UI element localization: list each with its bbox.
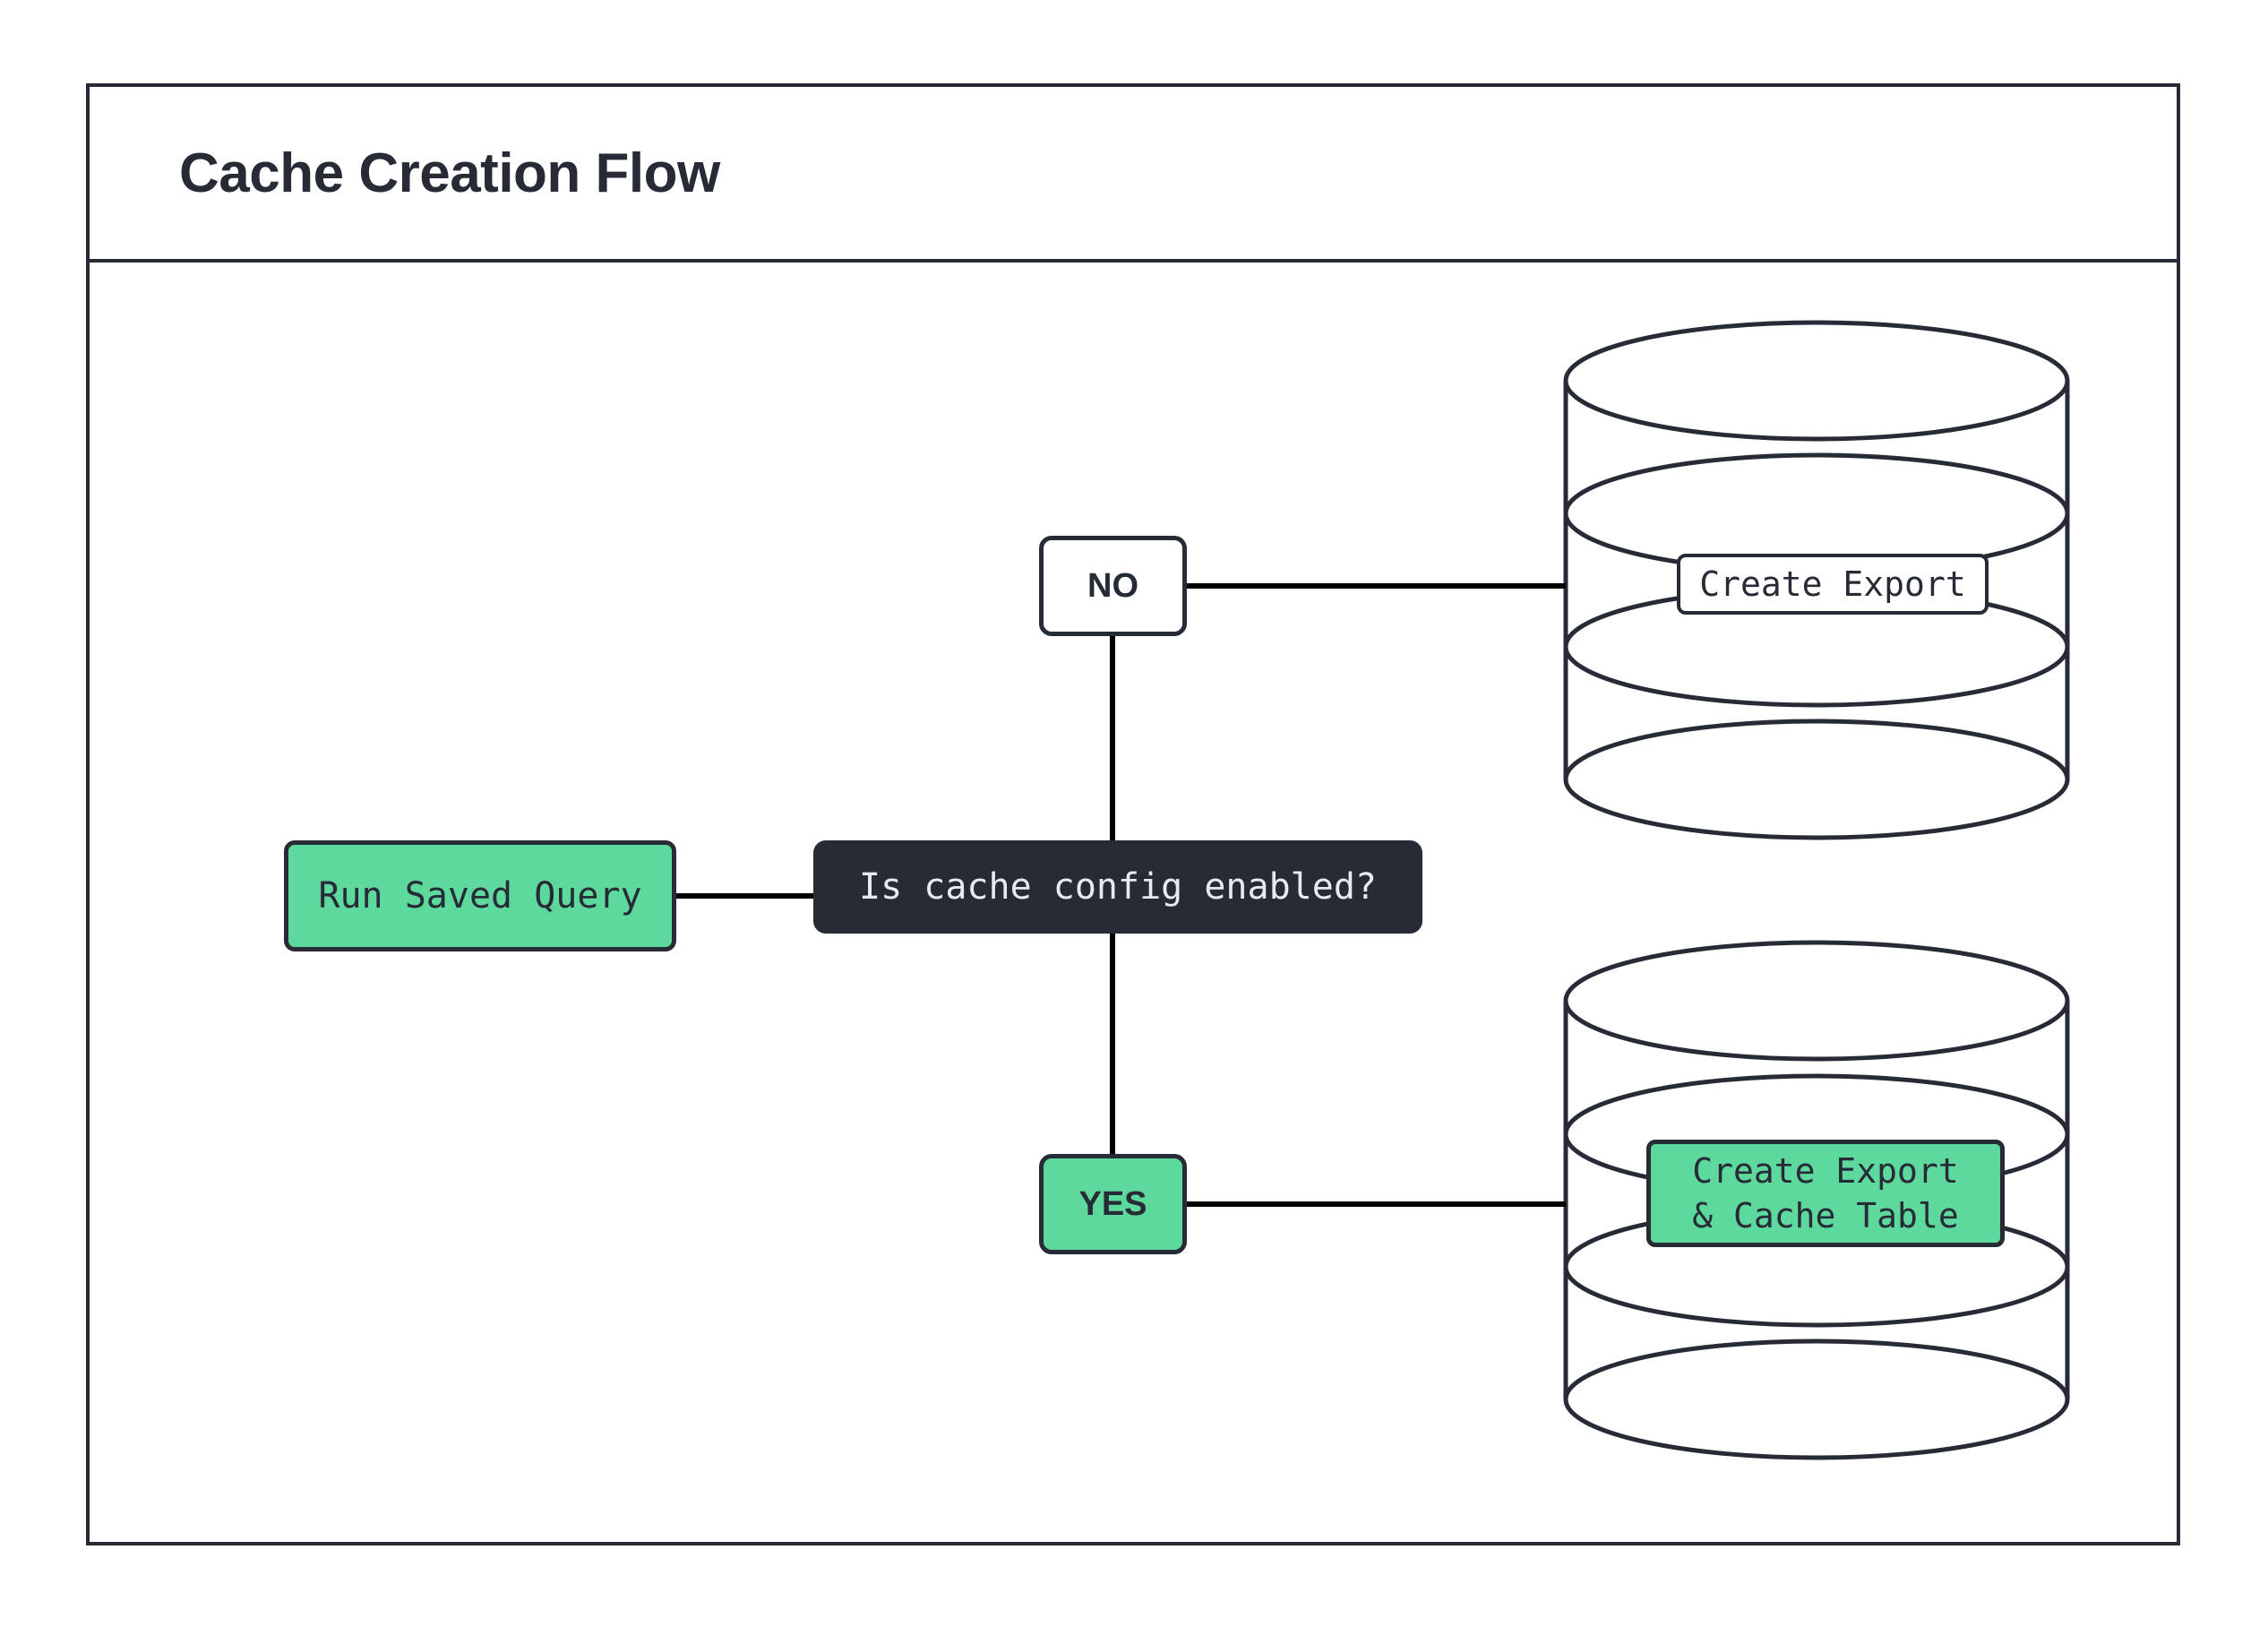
diagram-frame: Cache Creation Flow: [86, 83, 2180, 1545]
node-branch-no[interactable]: NO: [1039, 536, 1187, 636]
node-run-saved-query[interactable]: Run Saved Query: [284, 840, 676, 951]
node-is-cache-config-enabled[interactable]: Is cache config enabled?: [813, 840, 1422, 934]
node-database-bottom-label[interactable]: Create Export & Cache Table: [1646, 1140, 2005, 1247]
page-title: Cache Creation Flow: [179, 142, 720, 204]
diagram-header: Cache Creation Flow: [90, 87, 2177, 263]
node-database-top-label[interactable]: Create Export: [1677, 554, 1989, 615]
node-branch-yes[interactable]: YES: [1039, 1154, 1187, 1254]
